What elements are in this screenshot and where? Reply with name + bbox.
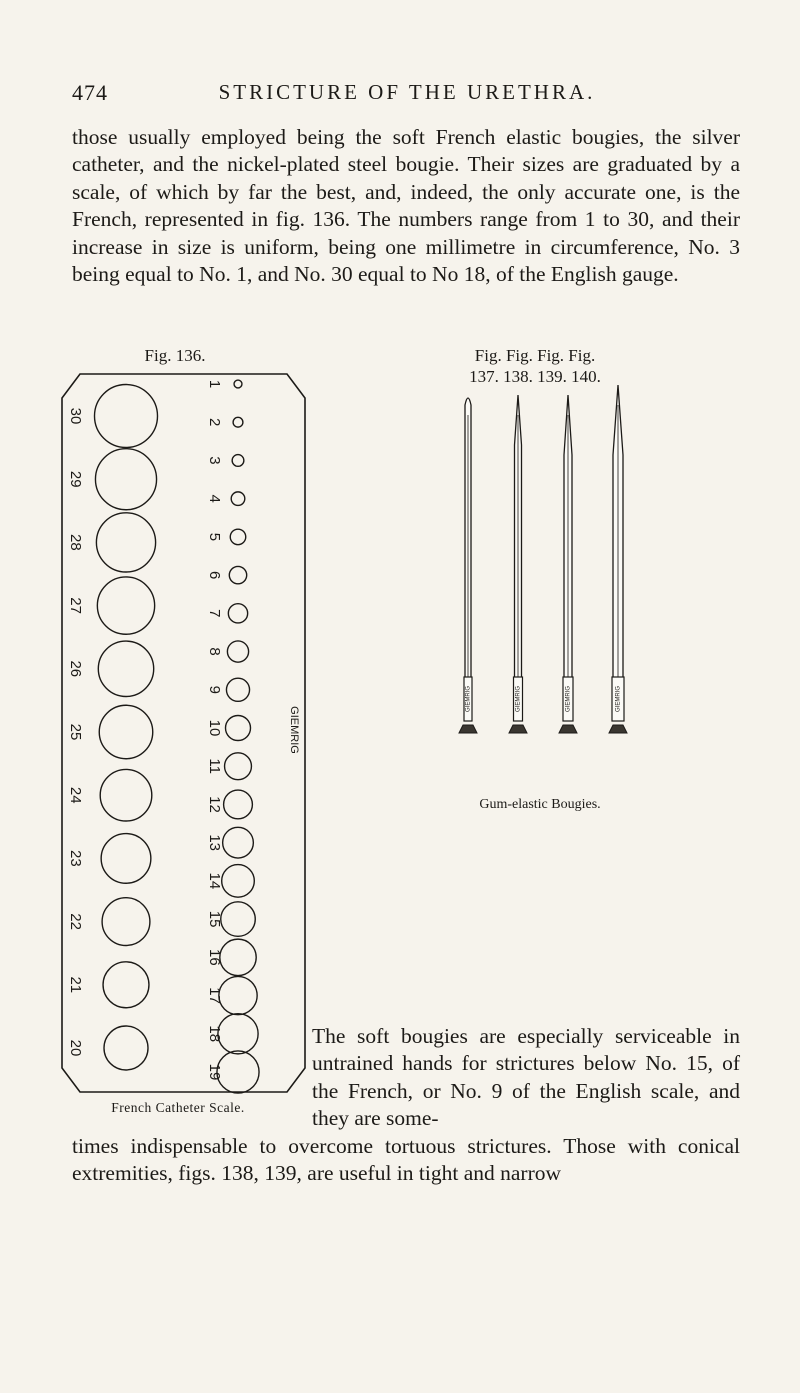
page-number: 474 [72, 80, 108, 105]
gum-elastic-bougies: GIEMRIG GIEMRIG GIEMRIG GIEMRIG [458, 384, 628, 734]
scale-hole-18 [217, 1012, 259, 1055]
bougie-138-mark: GIEMRIG [516, 686, 522, 712]
figure-136-label: Fig. 136. [144, 346, 206, 365]
running-head: STRICTURE OF THE URETHRA. [218, 80, 596, 104]
paragraph-2-side: The soft bougies are especially servicea… [312, 1024, 740, 1131]
bougie-139-cap [558, 724, 578, 734]
figure-136-caption: French Catheter Scale. [111, 1100, 245, 1115]
scale-plate-outline [61, 373, 306, 1093]
scale-hole-15 [220, 901, 256, 938]
scale-number-10: 10 [206, 720, 223, 737]
bougie-140-handle [611, 676, 625, 722]
scale-hole-27 [96, 576, 156, 635]
scale-number-18: 18 [206, 1025, 223, 1042]
maker-mark: GIEMRIG [288, 706, 300, 754]
scale-hole-8 [226, 640, 250, 663]
scale-hole-14 [220, 863, 255, 898]
scale-number-12: 12 [206, 796, 223, 813]
scale-number-4: 4 [206, 494, 223, 502]
bougie-140-cap [608, 724, 628, 734]
scale-hole-2 [232, 416, 244, 428]
bougie-137-handle [463, 676, 473, 722]
scale-hole-13 [221, 826, 255, 859]
scale-hole-30 [93, 383, 159, 449]
scale-number-26: 26 [67, 660, 84, 677]
scale-number-2: 2 [206, 418, 223, 426]
scale-hole-11 [223, 752, 253, 781]
scale-hole-17 [218, 975, 258, 1016]
scale-hole-1 [233, 379, 243, 389]
bougie-140-mark: GIEMRIG [616, 686, 622, 712]
bougie-139-mark: GIEMRIG [566, 686, 572, 712]
scale-number-21: 21 [67, 976, 84, 993]
scale-number-1: 1 [206, 380, 223, 388]
scale-number-22: 22 [67, 913, 84, 930]
scale-hole-20 [103, 1025, 149, 1071]
scale-hole-5 [229, 528, 247, 546]
scale-number-29: 29 [67, 471, 84, 488]
scale-hole-23 [100, 832, 152, 884]
scale-hole-24 [99, 768, 153, 822]
bougie-138-handle [512, 676, 524, 722]
paragraph-2-tail: times indispensable to overcome tortuous… [72, 1134, 740, 1186]
scale-number-16: 16 [206, 949, 223, 966]
scale-number-9: 9 [206, 686, 223, 694]
paragraph-1: those usually employed being the soft Fr… [72, 125, 740, 287]
scale-number-23: 23 [67, 850, 84, 867]
scale-number-7: 7 [206, 609, 223, 617]
scale-hole-25 [98, 704, 154, 760]
left-column-holes: 30 29 28 27 26 25 24 23 22 21 20 [67, 383, 159, 1071]
scale-number-28: 28 [67, 534, 84, 551]
scale-hole-7 [227, 602, 249, 624]
bougie-137-mark: GIEMRIG [466, 686, 472, 712]
scale-number-5: 5 [206, 533, 223, 541]
scale-number-30: 30 [67, 408, 84, 425]
scale-number-25: 25 [67, 724, 84, 741]
scale-number-11: 11 [206, 758, 223, 774]
scale-hole-21 [102, 961, 150, 1009]
scale-number-14: 14 [206, 873, 223, 890]
scale-hole-3 [231, 453, 245, 467]
scale-number-24: 24 [67, 787, 84, 804]
scale-number-6: 6 [206, 571, 223, 579]
scale-hole-12 [222, 789, 254, 820]
scale-hole-22 [101, 896, 151, 947]
scale-number-19: 19 [206, 1064, 223, 1081]
figures-137-140-caption: Gum-elastic Bougies. [479, 797, 601, 812]
scale-number-13: 13 [206, 834, 223, 851]
bougie-137-cap [458, 724, 478, 734]
scale-number-8: 8 [206, 647, 223, 655]
bougie-138-cap [508, 724, 528, 734]
scale-hole-29 [94, 447, 158, 511]
scale-number-15: 15 [206, 911, 223, 928]
scale-number-17: 17 [206, 987, 223, 1004]
scale-hole-4 [230, 491, 246, 507]
scale-hole-6 [228, 565, 248, 585]
page-header: 474 STRICTURE OF THE URETHRA. [72, 80, 742, 120]
scale-number-20: 20 [67, 1040, 84, 1057]
scale-hole-10 [224, 714, 252, 742]
scale-hole-9 [225, 677, 251, 703]
scale-hole-28 [95, 512, 157, 573]
scale-hole-19 [216, 1050, 260, 1094]
scale-number-27: 27 [67, 597, 84, 614]
scale-hole-26 [97, 640, 155, 698]
figures-137-140-label-line1: Fig. Fig. Fig. Fig. [474, 346, 596, 365]
bougie-139-handle [562, 676, 574, 722]
figures-137-140-label-line2: 137. 138. 139. 140. [469, 367, 601, 386]
scale-hole-16 [219, 938, 257, 977]
scale-number-3: 3 [206, 456, 223, 464]
